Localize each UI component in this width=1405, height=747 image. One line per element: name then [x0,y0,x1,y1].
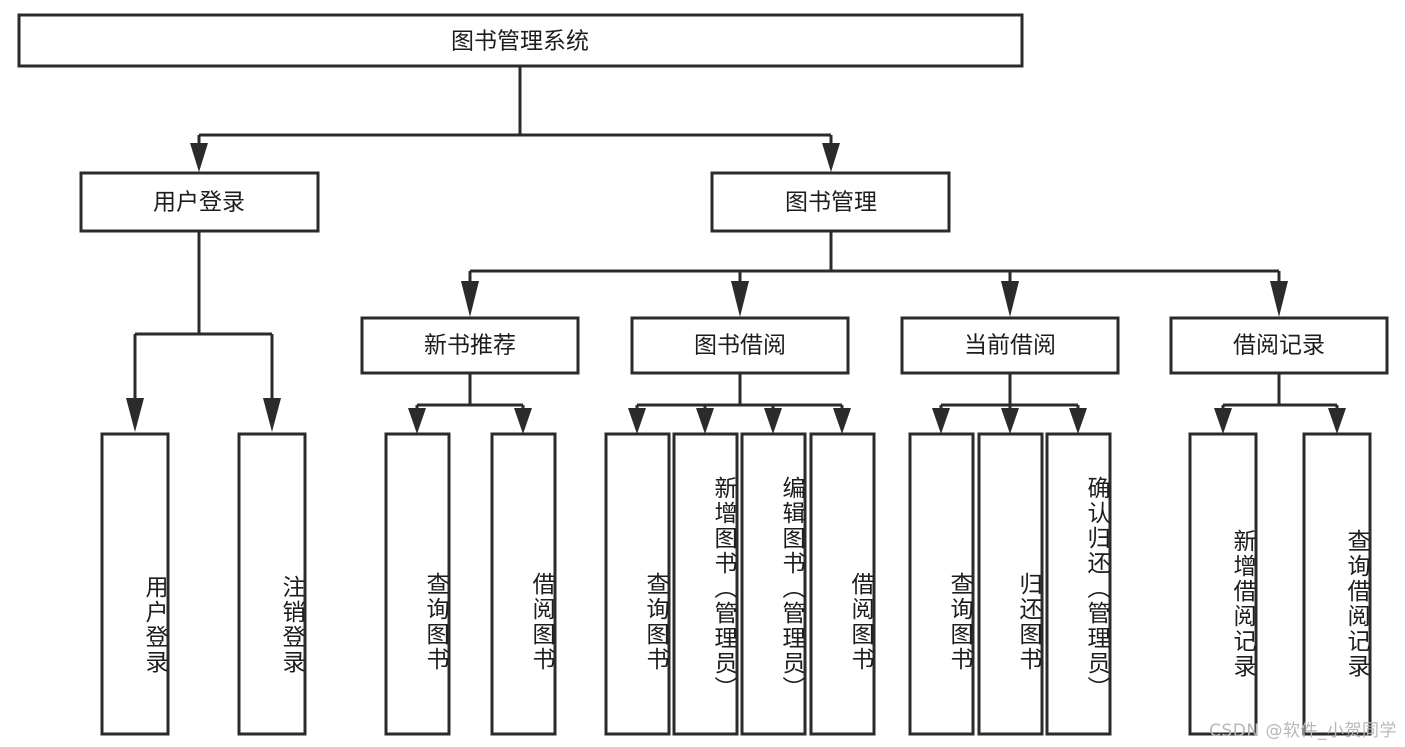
node-root[interactable]: 图书管理系统 [17,13,1024,68]
arrow-to-leaf-add-borrow-record [1214,408,1232,434]
connector-current-borrow-to-leaves [932,373,1087,434]
user-login-label: 用户登录 [153,190,245,216]
new-book-recommend-box[interactable] [360,316,580,375]
node-user-login[interactable]: 用户登录 [79,171,320,233]
csdn-watermark: CSDN @软件_小贺同学 [1209,721,1397,741]
arrow-to-leaf-query-book-1 [408,408,426,434]
connector-book-borrow-to-leaves [628,373,851,434]
current-borrow-label: 当前借阅 [964,333,1056,359]
arrow-to-leaf-add-book [696,408,714,434]
arrow-to-leaf-query-book-3 [932,408,950,434]
arrow-to-book-management [822,143,840,172]
leaf-box-query-book-1[interactable] [384,432,451,736]
node-book-borrow[interactable]: 图书借阅 [630,316,850,375]
node-new-book-recommend[interactable]: 新书推荐 [360,316,580,375]
arrow-to-leaf-query-book-2 [628,408,646,434]
leaf-box-return-book[interactable] [977,432,1044,736]
root-label: 图书管理系统 [451,29,589,55]
connector-book-management-to-level3 [461,231,1288,317]
leaf-box-borrow-book-1[interactable] [490,432,557,736]
connector-root-to-level2 [190,66,840,172]
root-box[interactable] [17,13,1024,68]
leaf-box-query-book-2[interactable] [604,432,671,736]
book-management-label: 图书管理 [785,190,877,216]
arrow-to-leaf-borrow-book-1 [514,408,532,434]
connector-user-login-to-leaves [126,231,281,432]
arrow-to-leaf-user-login [126,398,144,432]
leaf-box-query-book-3[interactable] [908,432,975,736]
arrow-to-leaf-confirm-return [1069,408,1087,434]
borrow-record-label: 借阅记录 [1233,333,1325,359]
leaf-box-confirm-return[interactable] [1045,432,1112,736]
leaf-box-user-login[interactable] [100,432,170,736]
user-login-box[interactable] [79,171,320,233]
connector-new-book-recommend-to-leaves [408,373,532,434]
new-book-recommend-label: 新书推荐 [424,333,516,359]
arrow-to-current-borrow [1001,281,1019,317]
connector-borrow-record-to-leaves [1214,373,1346,434]
arrow-to-new-book-recommend [461,281,479,317]
leaf-box-add-borrow-record[interactable] [1188,432,1258,736]
arrow-to-book-borrow [731,281,749,317]
book-borrow-label: 图书借阅 [694,333,786,359]
node-book-management[interactable]: 图书管理 [710,171,951,233]
leaf-box-borrow-book-2[interactable] [809,432,876,736]
arrow-to-user-login [190,143,208,172]
current-borrow-box[interactable] [900,316,1120,375]
arrow-to-borrow-record [1270,281,1288,317]
leaf-box-logout-login[interactable] [237,432,307,736]
leaf-boxes [100,432,1372,736]
leaf-box-edit-book[interactable] [740,432,807,736]
arrow-to-leaf-return-book [1001,408,1019,434]
arrow-to-leaf-logout-login [263,398,281,432]
leaf-box-add-book[interactable] [672,432,739,736]
arrow-to-leaf-edit-book [764,408,782,434]
arrow-to-leaf-borrow-book-2 [833,408,851,434]
node-borrow-record[interactable]: 借阅记录 [1169,316,1389,375]
leaf-box-query-borrow-record[interactable] [1302,432,1372,736]
arrow-to-leaf-query-borrow-record [1328,408,1346,434]
node-current-borrow[interactable]: 当前借阅 [900,316,1120,375]
